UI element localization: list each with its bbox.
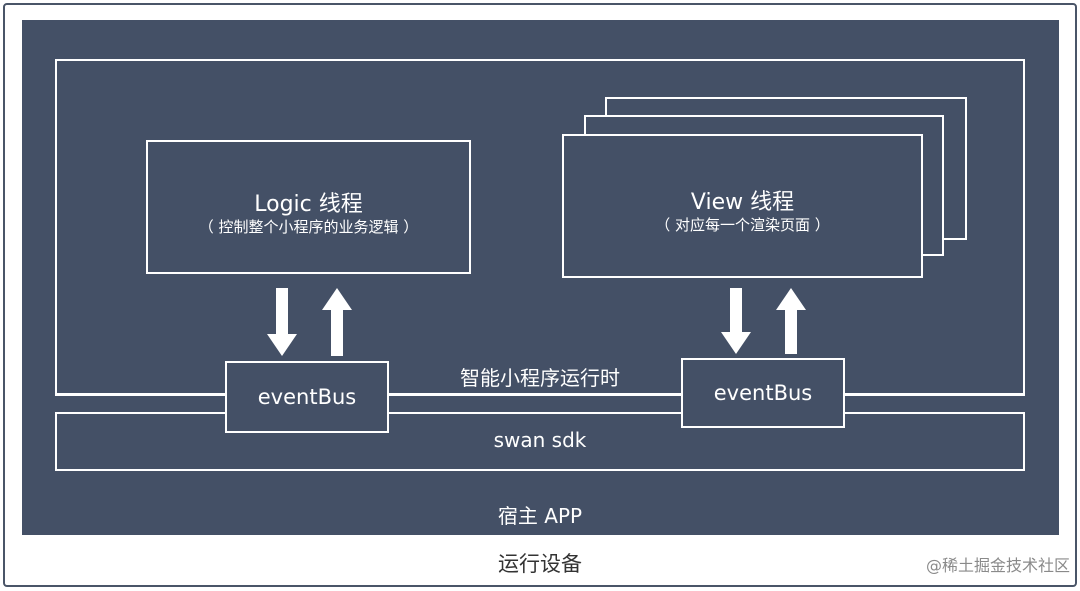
runtime-bottom-line-middle <box>389 394 681 396</box>
view-thread-box: View 线程 （ 对应每一个渲染页面 ） <box>562 134 923 278</box>
event-bus-right-label: eventBus <box>713 381 813 405</box>
runtime-bottom-line-left <box>55 394 225 396</box>
logic-thread-title: Logic 线程 <box>254 192 363 217</box>
runtime-label: 智能小程序运行时 <box>460 366 620 390</box>
host-app-label: 宿主 APP <box>497 504 583 528</box>
logic-thread-box: Logic 线程 （ 控制整个小程序的业务逻辑 ） <box>146 140 471 274</box>
event-bus-right: eventBus <box>681 358 845 428</box>
swan-sdk-label: swan sdk <box>493 428 587 452</box>
device-label: 运行设备 <box>498 552 582 576</box>
watermark: @稀土掘金技术社区 <box>925 556 1070 575</box>
view-thread-title: View 线程 <box>690 190 795 215</box>
event-bus-left-label: eventBus <box>257 385 357 409</box>
view-thread-subtitle: （ 对应每一个渲染页面 ） <box>655 216 830 234</box>
logic-down-arrow-icon <box>267 288 297 356</box>
view-down-arrow-icon <box>721 288 751 354</box>
logic-thread-subtitle: （ 控制整个小程序的业务逻辑 ） <box>198 218 419 236</box>
event-bus-left: eventBus <box>225 361 389 433</box>
view-up-arrow-icon <box>776 288 806 354</box>
swan-sdk-box <box>55 412 1025 471</box>
runtime-bottom-line-right <box>845 394 1025 396</box>
logic-up-arrow-icon <box>322 288 352 356</box>
